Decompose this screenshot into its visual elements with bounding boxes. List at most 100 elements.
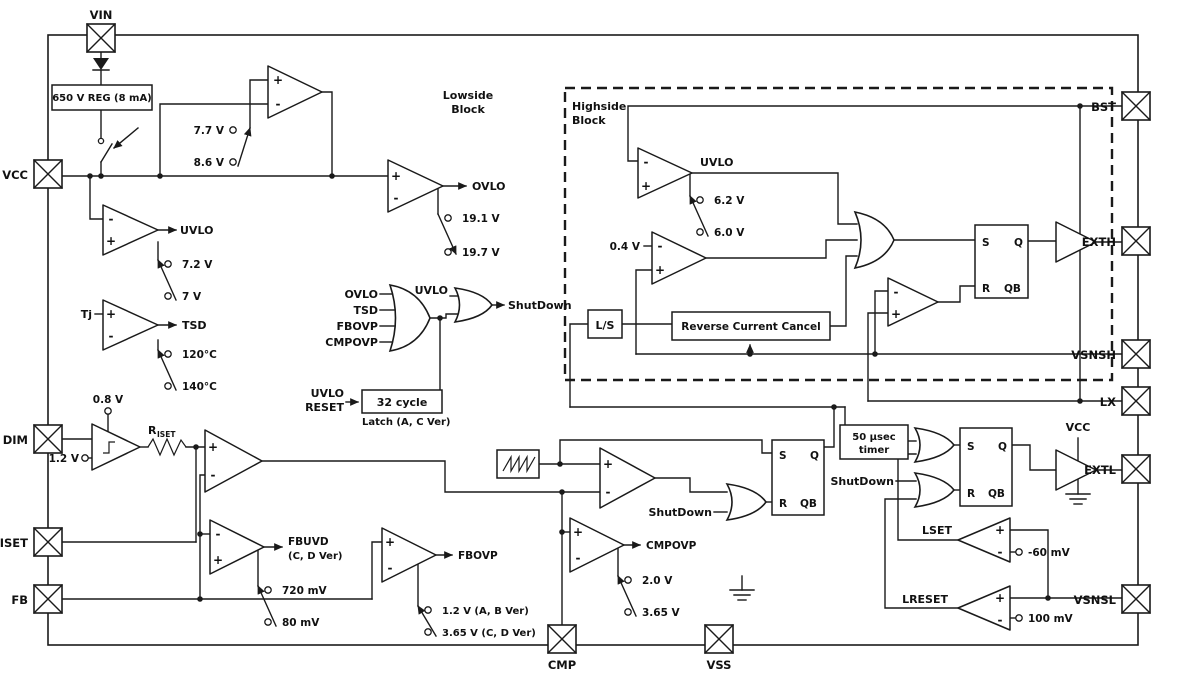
pin-label-fb: FB [11,593,28,607]
latch-32cycle: 32 cycle Latch (A, C Ver) UVLO RESET [305,387,450,428]
minus-sign: - [211,468,216,482]
or-gate-exth-set [853,210,895,270]
minus-sign: - [576,551,581,565]
threshold-switch-cmpovp: 2.0 V 3.65 V [624,575,681,619]
ff-q: Q [810,450,819,462]
signal-lset: LSET [922,524,952,537]
threshold-dim-high: 0.8 V [93,394,124,406]
pin-label-vin: VIN [90,8,113,22]
signal-fbuvd: FBUVD [288,536,329,548]
threshold-switch-ovlo: 19.1 V 19.7 V [444,213,501,259]
riset-sub: ISET [157,430,176,439]
ff-qb: QB [988,488,1005,500]
pin-cmp: CMP [547,624,577,672]
buffer-exth [1055,221,1097,263]
timer-label-1: 50 µsec [852,432,895,443]
buffer-extl: VCC [1055,421,1097,505]
plus-sign: + [391,169,401,183]
pin-label-vcc: VCC [2,168,28,182]
highside-title-1: Highside [572,100,626,113]
ff-q: Q [998,441,1007,453]
signal-uvlo-out: UVLO [180,224,213,237]
latch-caption: Latch (A, C Ver) [362,417,451,428]
level-shifter-label: L/S [596,319,615,332]
ground-extl [1065,493,1091,505]
minus-sign: - [388,561,393,575]
threshold-switch-vcc: 7.7 V 8.6 V [194,125,237,169]
threshold-switch-tsd: 120°C 140°C [164,349,217,393]
reverse-current-cancel: Reverse Current Cancel [671,311,831,341]
threshold-switch-fbovp: 1.2 V (A, B Ver) 3.65 V (C, D Ver) [424,606,536,639]
pin-fb: FB [11,584,63,614]
signal-shutdown-out: ShutDown [508,299,572,312]
threshold-uvlo-off: 7 V [182,291,202,303]
or-in-ovlo: OVLO [344,288,378,301]
minus-sign: - [276,97,281,111]
pin-label-vsnsh: VSNSH [1071,348,1116,362]
ff-q: Q [1014,237,1023,249]
shutdown-or-gates: OVLO TSD FBOVP CMPOVP UVLO ShutDown [325,283,572,353]
comparator-ovlo: + - OVLO [387,159,506,213]
latch-uvlo: UVLO [311,387,344,400]
vcc-ref-label: VCC [1066,421,1091,434]
pin-dim: DIM [3,424,63,454]
comparator-cmpovp: + - CMPOVP [569,517,697,573]
threshold-lreset: 100 mV [1028,613,1074,625]
minus-sign: - [894,285,899,299]
pin-bst: BST [1091,91,1151,121]
plus-sign: + [995,523,1005,537]
shutdown-in-extl: ShutDown [830,475,894,488]
minus-sign: - [998,613,1003,627]
timer-50us: 50 µsec timer [839,424,909,460]
or-in-fbovp: FBOVP [336,320,378,333]
comparator-fbovp: + - FBOVP [381,527,498,583]
threshold-uvlo-on: 7.2 V [182,259,213,271]
ff-qb: QB [1004,283,1021,295]
startup-diode [92,58,110,71]
ff-r: R [982,283,990,295]
or-gate-extl-set [913,426,956,464]
flipflop-pwm: S Q R QB [771,439,825,516]
pin-label-iset: ISET [0,536,28,550]
comparator-exth-off: - + [887,277,939,327]
latch-label: 32 cycle [377,396,428,409]
or-in-cmpovp: CMPOVP [325,336,378,349]
plus-sign: + [385,535,395,549]
minus-sign: - [394,191,399,205]
highside-dashed-border [563,86,1114,382]
threshold-hs-uvlo-off: 6.0 V [714,227,745,239]
ff-r: R [967,488,975,500]
threshold-fbuvd-off: 80 mV [282,617,320,629]
error-amplifier: + - [204,429,263,493]
plus-sign: + [655,263,665,277]
threshold-ovlo-on: 19.1 V [462,213,501,225]
pin-exth: EXTH [1082,226,1151,256]
threshold-fbovp-cd: 3.65 V (C, D Ver) [442,628,536,639]
plus-sign: + [641,179,651,193]
signal-tsd-out: TSD [182,319,207,332]
comparator-uvlo-highside: - + UVLO [637,147,733,199]
signal-cmpovp: CMPOVP [646,540,697,552]
threshold-vcc-on: 7.7 V [194,125,225,137]
ground-vss [729,575,755,601]
ff-s: S [982,237,990,249]
pin-iset: ISET [0,527,63,557]
threshold-cmpovp-off: 3.65 V [642,607,681,619]
oscillator-sawtooth [496,449,540,479]
or-gate-extl-reset: ShutDown [830,471,956,509]
threshold-vcc-off: 8.6 V [194,157,225,169]
pin-vss: VSS [704,624,734,672]
pin-label-exth: EXTH [1082,235,1116,249]
rcc-label: Reverse Current Cancel [681,321,820,333]
comparator-lset: + - LSET -60 mV [922,517,1071,563]
regulator-label: 650 V REG (8 mA) [52,93,152,104]
pin-label-vss: VSS [707,658,732,672]
ff-qb: QB [800,498,817,510]
pin-vin: VIN [86,8,116,53]
wires-pwm-feedback [61,323,846,637]
highside-title-2: Block [572,114,606,127]
pin-label-vsnsl: VSNSL [1074,593,1117,607]
threshold-hs-04v: 0.4 V [610,241,641,253]
signal-tj: Tj [81,308,92,321]
threshold-fbuvd-on: 720 mV [282,585,328,597]
